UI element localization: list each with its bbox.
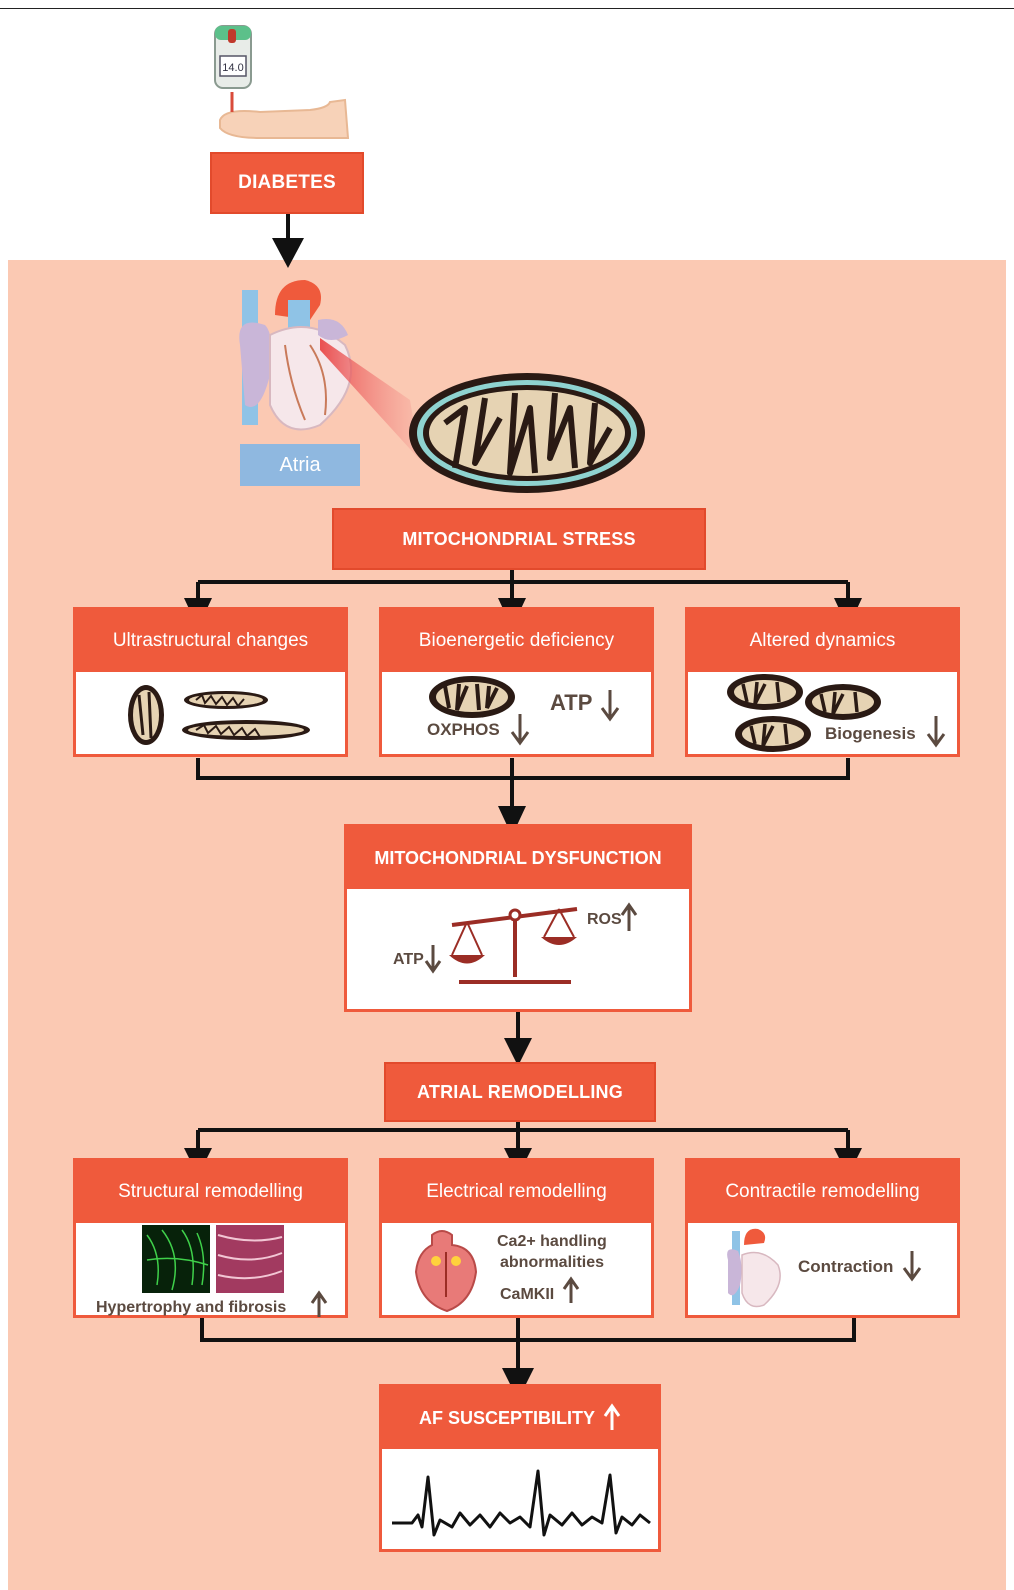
card-title: Ultrastructural changes [76,610,345,672]
atrial-remodelling-box: ATRIAL REMODELLING [384,1062,656,1122]
af-susceptibility-box: AF SUSCEPTIBILITY [379,1384,661,1552]
card-structural-remodelling: Structural remodelling Hypertrophy and f… [73,1158,348,1318]
histology-image [142,1225,284,1293]
hypertrophy-fibrosis-label: Hypertrophy and fibrosis [96,1299,287,1316]
down-arrow-icon [600,690,620,722]
up-arrow-icon [603,1403,621,1430]
up-arrow-icon [562,1276,580,1303]
card-contractile-remodelling: Contractile remodelling Contraction [685,1158,960,1318]
biogenesis-label: Biogenesis [825,724,916,743]
card-electrical-remodelling: Electrical remodelling Ca2+ handling abn… [379,1158,654,1318]
atp-label: ATP [393,951,424,968]
card-title: Altered dynamics [688,610,957,672]
ros-label: ROS [587,911,622,928]
oxphos-label: OXPHOS [427,720,500,739]
mitochondrial-stress-box: MITOCHONDRIAL STRESS [332,508,706,570]
meter-reading: 14.0 [222,62,243,74]
altered-mitochondria-icon [128,685,310,745]
af-title-bar: AF SUSCEPTIBILITY [382,1387,658,1449]
ecg-trace-icon [392,1469,651,1537]
heart-icon [727,1228,781,1308]
mitochondrial-stress-label: MITOCHONDRIAL STRESS [402,528,636,549]
atria-label: Atria [240,444,360,486]
diabetes-box: DIABETES [210,152,364,214]
diabetes-label: DIABETES [238,172,336,193]
card-bioenergetic-deficiency: Bioenergetic deficiency ATP OXPHOS [379,607,654,757]
balance-scale-icon [449,907,578,984]
atp-label: ATP [550,690,593,715]
contraction-label: Contraction [798,1257,894,1276]
af-title: AF SUSCEPTIBILITY [418,1407,595,1428]
atrial-remodelling-label: ATRIAL REMODELLING [417,1081,623,1102]
card-ultrastructural-changes: Ultrastructural changes [73,607,348,757]
card-title: Structural remodelling [76,1161,345,1223]
dysfunction-title: MITOCHONDRIAL DYSFUNCTION [347,827,689,889]
down-arrow-icon [424,945,442,974]
card-title: Electrical remodelling [382,1161,651,1223]
card-altered-dynamics: Altered dynamics Biogenesis [685,607,960,757]
ca-handling-label-1: Ca2+ handling [497,1233,607,1250]
mitochondrion-illustration [409,373,645,493]
down-arrow-icon [926,716,946,748]
top-rule [0,8,1014,9]
mitochondrion-icon [429,676,515,718]
ca-handling-label-2: abnormalities [500,1254,605,1271]
glucose-meter-icon: 14.0 [214,25,350,139]
card-title: Bioenergetic deficiency [382,610,651,672]
up-arrow-icon [620,902,638,931]
card-title: Contractile remodelling [688,1161,957,1223]
camkii-label: CaMKII [500,1286,555,1303]
mitochondria-network-icon [727,674,881,752]
down-arrow-icon [510,714,530,746]
up-arrow-icon [310,1290,328,1317]
down-arrow-icon [902,1251,922,1282]
heart-conduction-icon [414,1230,478,1313]
mitochondrial-dysfunction-box: MITOCHONDRIAL DYSFUNCTION ROS ATP [344,824,692,1012]
